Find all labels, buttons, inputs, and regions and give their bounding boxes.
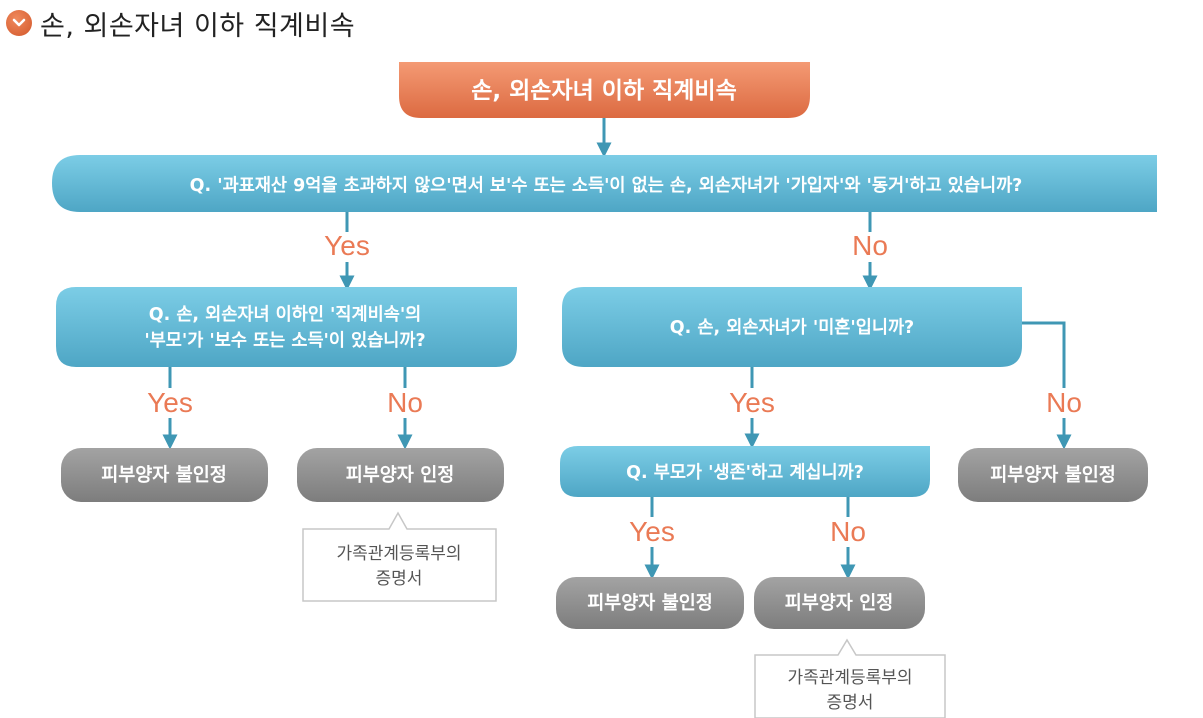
question-2: Q. 손, 외손자녀 이하인 '직계비속'의 '부모'가 '보수 또는 소득'이… xyxy=(56,287,517,367)
question-1-text: Q. '과표재산 9억을 초과하지 않으'면서 보'수 또는 소득'이 없는 손… xyxy=(190,175,1023,196)
result-1-label: 피부양자 불인정 xyxy=(101,465,227,486)
q3-yes-label: Yes xyxy=(729,387,775,418)
question-4-text: Q. 부모가 '생존'하고 계십니까? xyxy=(626,462,864,483)
result-box-4: 피부양자 불인정 xyxy=(556,577,744,629)
q2-yes-label: Yes xyxy=(147,387,193,418)
note-callout-2: 가족관계등록부의 증명서 xyxy=(754,638,946,718)
q1-no-label: No xyxy=(852,230,888,261)
result-box-3: 피부양자 불인정 xyxy=(958,448,1148,502)
question-4: Q. 부모가 '생존'하고 계십니까? xyxy=(560,446,930,497)
q1-yes-label: Yes xyxy=(324,230,370,261)
result-box-5: 피부양자 인정 xyxy=(754,577,925,629)
note-1-line-1: 가족관계등록부의 xyxy=(336,544,461,564)
note-2-line-2: 증명서 xyxy=(827,693,874,713)
result-box-1: 피부양자 불인정 xyxy=(61,448,268,502)
result-3-label: 피부양자 불인정 xyxy=(990,465,1116,486)
note-1-line-2: 증명서 xyxy=(376,569,423,589)
question-1: Q. '과표재산 9억을 초과하지 않으'면서 보'수 또는 소득'이 없는 손… xyxy=(52,155,1157,212)
q2-no-label: No xyxy=(387,387,423,418)
question-2-line-1: Q. 손, 외손자녀 이하인 '직계비속'의 xyxy=(149,304,422,325)
question-3-text: Q. 손, 외손자녀가 '미혼'입니까? xyxy=(670,317,914,338)
result-2-label: 피부양자 인정 xyxy=(346,465,455,486)
result-box-2: 피부양자 인정 xyxy=(297,448,504,502)
note-callout-1: 가족관계등록부의 증명서 xyxy=(302,511,497,602)
q3-no-label: No xyxy=(1046,387,1082,418)
page-heading: 손, 외손자녀 이하 직계비속 xyxy=(6,6,356,42)
question-3: Q. 손, 외손자녀가 '미혼'입니까? xyxy=(562,287,1022,367)
start-node: 손, 외손자녀 이하 직계비속 xyxy=(399,62,810,118)
q4-yes-label: Yes xyxy=(629,516,675,547)
start-node-label: 손, 외손자녀 이하 직계비속 xyxy=(471,78,737,104)
page-title: 손, 외손자녀 이하 직계비속 xyxy=(40,10,356,42)
connectors xyxy=(162,118,1072,580)
line-q3-no xyxy=(1022,321,1066,388)
result-5-label: 피부양자 인정 xyxy=(785,593,894,614)
question-2-line-2: '부모'가 '보수 또는 소득'이 있습니까? xyxy=(144,331,425,351)
chevron-down-icon xyxy=(6,10,32,36)
result-4-label: 피부양자 불인정 xyxy=(587,593,713,614)
q4-no-label: No xyxy=(830,516,866,547)
note-2-line-1: 가족관계등록부의 xyxy=(787,668,912,688)
